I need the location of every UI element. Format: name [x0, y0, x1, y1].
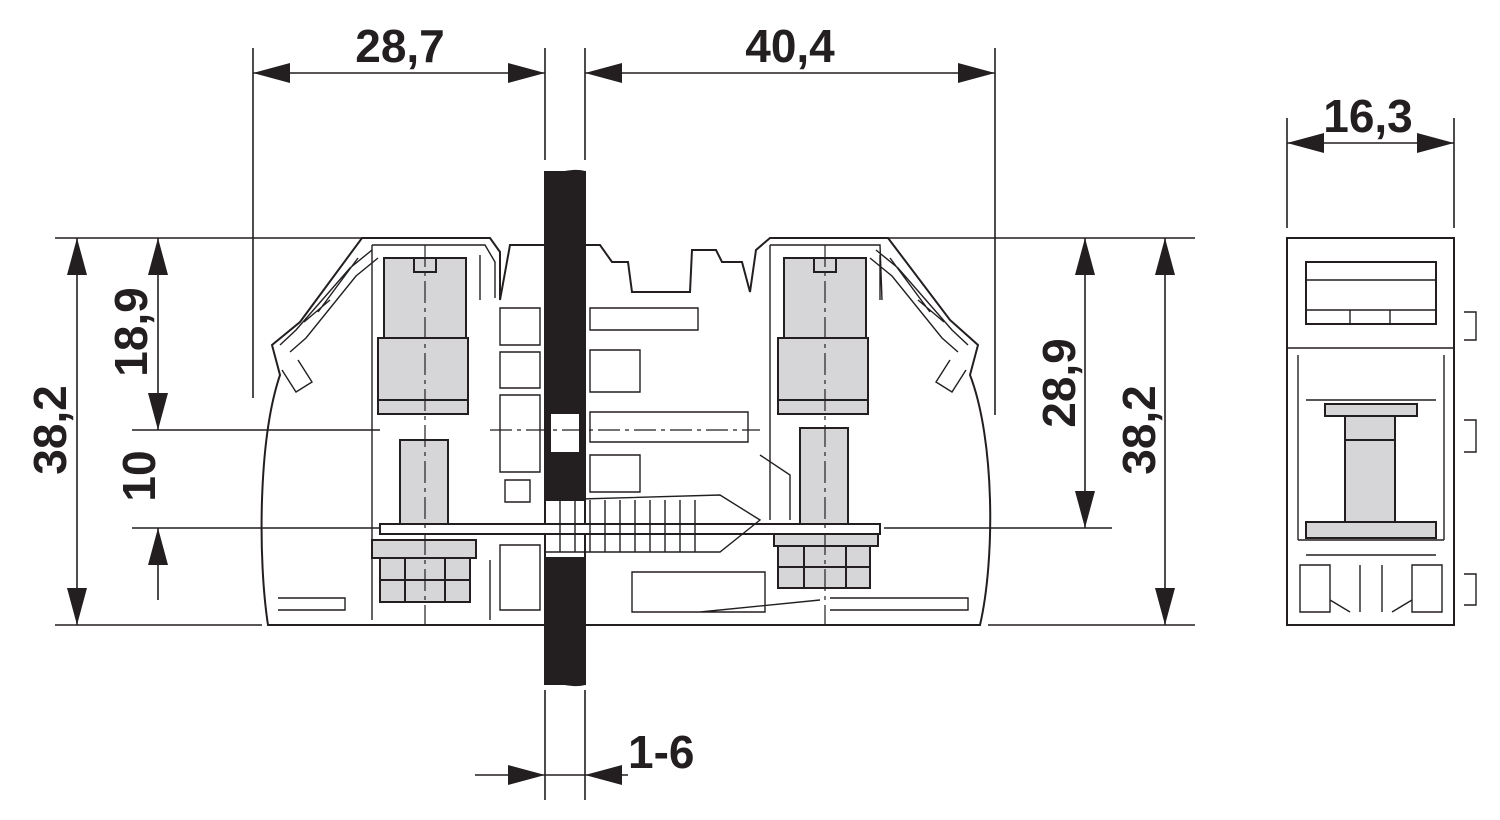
dim-arrow — [67, 238, 87, 275]
side-upper-clamp-lines — [1306, 279, 1436, 324]
side-foot — [1298, 539, 1444, 613]
dimension-lines — [55, 48, 1455, 800]
left-clamp-body — [377, 337, 469, 401]
side-inner-frame — [1287, 347, 1454, 540]
dim-arrow — [585, 63, 622, 83]
mounting-panel-lower — [544, 557, 586, 685]
lower-details — [278, 454, 969, 620]
label-height-upper: 18,9 — [105, 287, 157, 377]
dim-arrow — [148, 393, 168, 430]
dim-arrow — [1075, 238, 1095, 275]
left-clamp-base — [377, 399, 469, 415]
dim-arrow — [1075, 491, 1095, 528]
dim-arrow — [508, 765, 545, 785]
label-width-side: 16,3 — [1323, 90, 1413, 142]
left-latch — [279, 249, 379, 393]
side-view — [1286, 237, 1477, 626]
label-panel-thickness: 1-6 — [628, 726, 694, 778]
dim-arrow — [508, 63, 545, 83]
thread — [544, 494, 762, 553]
panel-break-bottom — [544, 681, 586, 687]
label-height-mid: 10 — [113, 450, 165, 501]
dim-arrow — [958, 63, 995, 83]
label-width-left: 28,7 — [355, 20, 445, 72]
dim-arrow — [148, 528, 168, 565]
right-latch — [869, 249, 969, 393]
label-height-total-right: 38,2 — [1113, 385, 1165, 475]
extension-lines — [55, 48, 1455, 800]
busbar — [379, 523, 881, 535]
label-height-total-left: 38,2 — [24, 385, 76, 475]
side-clamp-plate — [1324, 403, 1418, 417]
side-busbar — [1305, 521, 1437, 539]
label-height-right: 28,9 — [1033, 338, 1085, 428]
dim-arrow — [1155, 238, 1175, 275]
right-stud — [799, 427, 849, 529]
dim-arrow — [148, 238, 168, 275]
panel-break-top — [544, 169, 586, 175]
side-upper-clamp — [1305, 261, 1437, 325]
right-clamp-body — [777, 337, 869, 401]
dim-arrow — [253, 63, 290, 83]
label-width-right: 40,4 — [745, 20, 835, 72]
dim-arrow — [67, 588, 87, 625]
side-stud-top — [1344, 415, 1396, 441]
middle-blocks — [499, 307, 749, 503]
right-clamp-frame — [769, 244, 883, 520]
dim-arrow — [1287, 133, 1324, 153]
left-stud — [399, 439, 449, 531]
dim-arrow — [1417, 133, 1454, 153]
left-washer — [371, 539, 477, 559]
front-view — [260, 169, 992, 687]
dimension-labels: 28,7 40,4 16,3 38,2 18,9 10 28,9 38,2 1-… — [24, 20, 1413, 778]
dim-arrow — [1155, 588, 1175, 625]
right-nut-facets — [778, 546, 870, 588]
panel-hole — [549, 412, 581, 454]
right-clamp-base — [777, 399, 869, 415]
dim-arrow — [585, 765, 622, 785]
side-right-marks — [1464, 311, 1477, 606]
